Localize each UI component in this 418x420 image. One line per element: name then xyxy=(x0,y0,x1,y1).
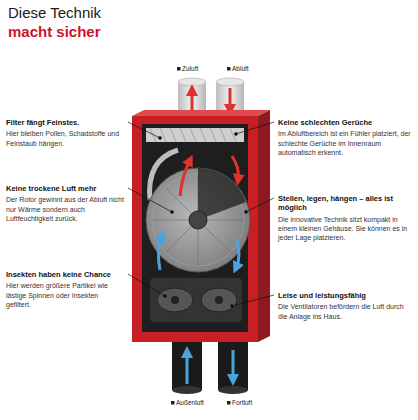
page-title: Diese Technik macht sicher xyxy=(8,4,128,42)
rotor xyxy=(146,150,250,272)
port-name: Fortluft xyxy=(232,400,252,407)
callout-text: Hier bleiben Pollen, Schadstoffe und Fei… xyxy=(6,129,124,147)
air-flow-arrows xyxy=(158,156,239,270)
callout-heading: Stellen, legen, hängen – alles ist mögli… xyxy=(278,194,412,213)
fans xyxy=(150,278,242,322)
callout-heading: Keine trockene Luft mehr xyxy=(6,184,124,193)
callout-heading: Keine schlechten Gerüche xyxy=(278,118,412,127)
callout-text: Der Rotor gewinnt aus der Abluft nicht n… xyxy=(6,195,124,223)
callout-text: Die innovative Technik sitzt kompakt in … xyxy=(278,215,412,243)
callout-text: Im Abluftbereich ist ein Fühler platzier… xyxy=(278,129,412,157)
housing xyxy=(132,110,270,342)
bottom-pipes xyxy=(172,342,248,394)
callout-heading: Filter fängt Feinstes. xyxy=(6,118,124,127)
callout-heading: Insekten haben keine Chance xyxy=(6,270,124,279)
callout-heading: Leise und leistungsfähig xyxy=(278,291,412,300)
port-name: Zuluft xyxy=(182,66,198,73)
filter xyxy=(146,128,244,142)
callout-text: Die Ventilatoren befördern die Luft durc… xyxy=(278,302,412,320)
leader-lines xyxy=(128,122,274,307)
port-name: Abluft xyxy=(232,66,249,73)
callout-text: Hier werden größere Partikel wie lästige… xyxy=(6,281,124,309)
port-name: Außenluft xyxy=(176,400,204,407)
